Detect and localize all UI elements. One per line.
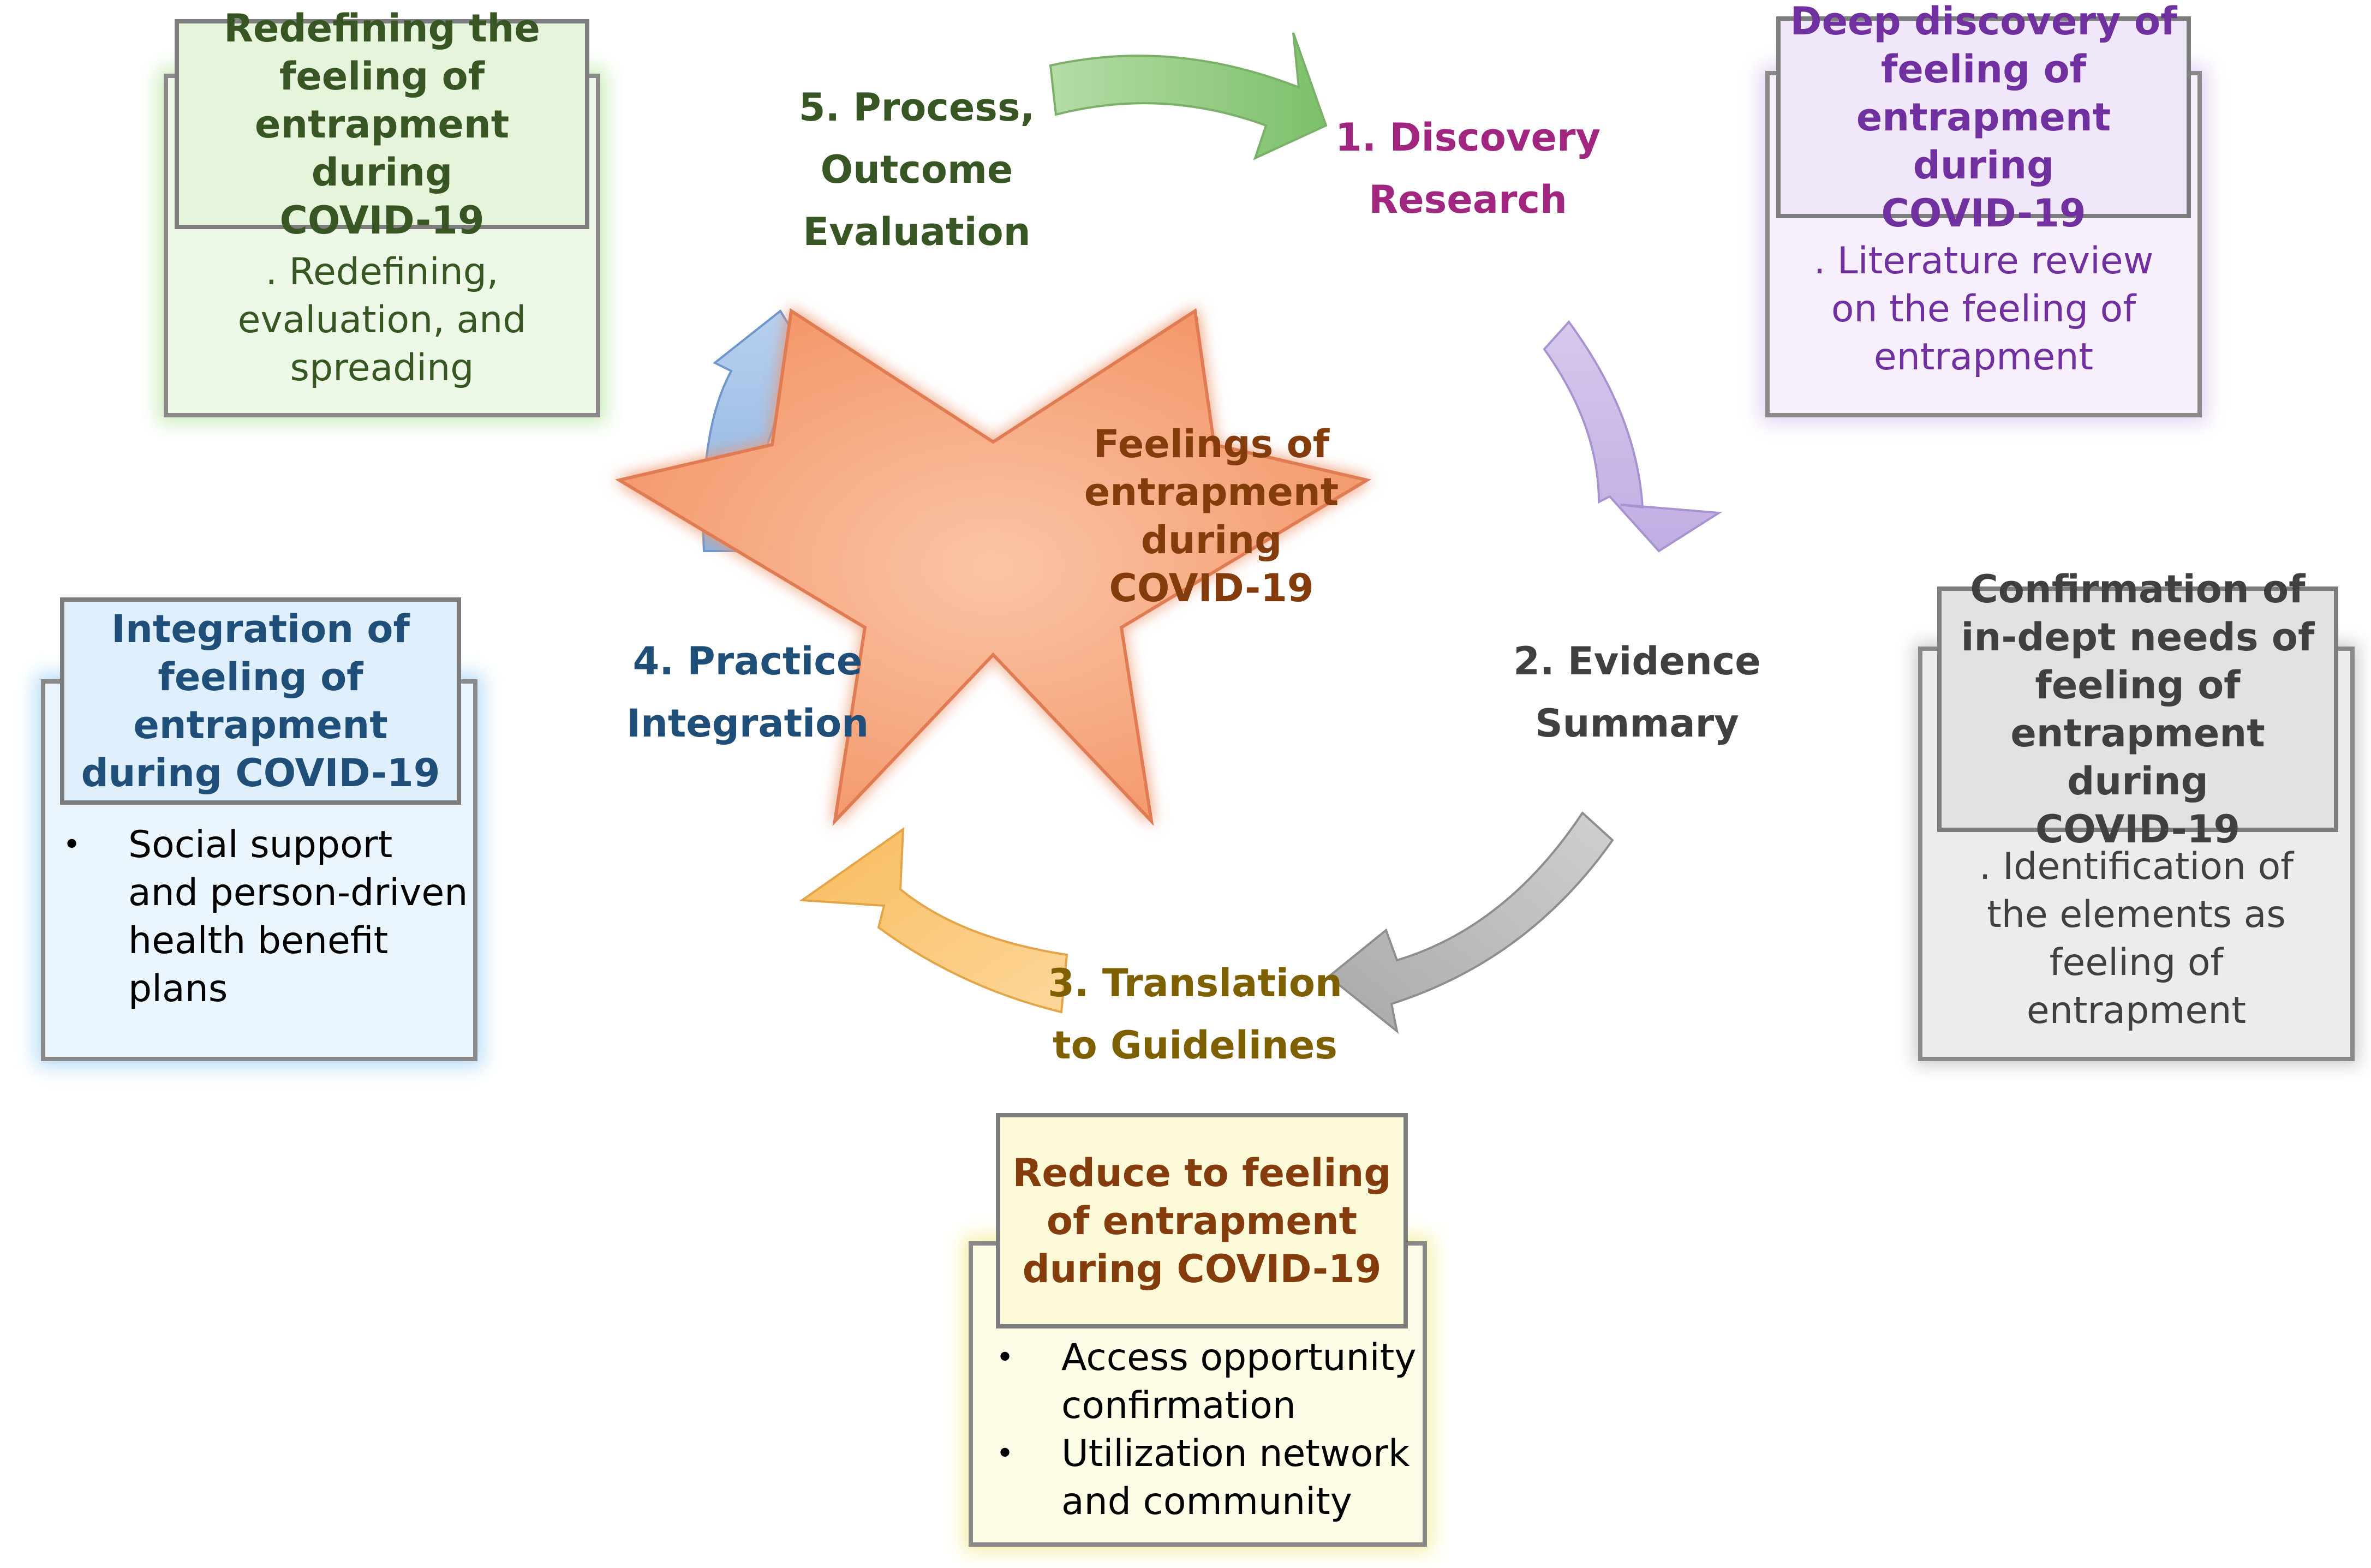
bullet-line: Social support: [128, 823, 393, 866]
box-deep-discovery-title: Deep discovery of feeling of entrapment …: [1776, 0, 2191, 236]
center-line: entrapment: [1084, 470, 1339, 514]
title-line: of entrapment: [1046, 1198, 1358, 1243]
title-line: Confirmation of: [1970, 567, 2306, 612]
title-line: feeling of: [158, 655, 363, 699]
body-line: evaluation, and: [237, 298, 527, 342]
step-line: Summary: [1535, 701, 1739, 746]
title-line: Deep discovery of: [1790, 0, 2177, 44]
center-line: COVID-19: [1109, 566, 1314, 611]
center-star-label: Feelings of entrapment during COVID-19: [1048, 420, 1375, 612]
title-line: Integration of: [111, 607, 410, 651]
title-line: during COVID-19: [81, 751, 440, 795]
title-line: COVID-19: [1881, 191, 2086, 236]
bullet-line: Utilization network: [1061, 1432, 1410, 1475]
box-reduce-title: Reduce to feeling of entrapment during C…: [996, 1113, 1408, 1328]
step-line: 2. Evidence: [1513, 639, 1761, 684]
bullet-item: Utilization network and community: [996, 1430, 1427, 1526]
box-deep-discovery-body: . Literature review on the feeling of en…: [1782, 237, 2185, 381]
body-line: entrapment: [2026, 989, 2247, 1032]
body-line: . Identification of: [1979, 845, 2294, 888]
bullet-line: and person-driven: [128, 871, 468, 914]
box-redefining-title: Redefining the feeling of entrapment dur…: [175, 6, 589, 243]
step-line: 5. Process,: [798, 85, 1035, 130]
title-line: during COVID-19: [1022, 1246, 1382, 1291]
reduce-bullet-list: Access opportunity confirmation Utilizat…: [980, 1334, 1427, 1526]
arrow-discovery-to-evidence: [1543, 320, 1723, 553]
bullet-line: and community: [1061, 1480, 1353, 1523]
box-integration: Integration of feeling of entrapment dur…: [35, 597, 488, 1067]
step-practice-label: 4. Practice Integration: [606, 630, 889, 755]
box-confirmation-title: Confirmation of in-dept needs of feeling…: [1937, 567, 2338, 852]
title-line: COVID-19: [2035, 807, 2241, 852]
title-line: entrapment: [133, 703, 388, 747]
center-star: [615, 308, 1371, 827]
title-line: entrapment during: [2010, 711, 2265, 804]
title-line: Redefining the: [224, 5, 540, 51]
step-evidence-label: 2. Evidence Summary: [1473, 630, 1801, 755]
body-line: on the feeling of: [1831, 288, 2136, 331]
body-line: entrapment: [1873, 336, 2094, 379]
step-line: 3. Translation: [1048, 961, 1342, 1006]
title-line: entrapment during: [254, 101, 510, 195]
title-line: Reduce to feeling: [1012, 1150, 1391, 1195]
box-confirmation: Confirmation of in-dept needs of feeling…: [1913, 567, 2360, 1067]
step-line: Research: [1369, 177, 1567, 222]
bullet-item: Social support and person-driven health …: [63, 821, 477, 1013]
step-line: to Guidelines: [1053, 1023, 1337, 1068]
body-line: . Literature review: [1813, 240, 2154, 283]
title-line: entrapment during: [1856, 95, 2111, 188]
body-line: . Redefining,: [265, 250, 499, 294]
body-line: feeling of: [2049, 941, 2224, 984]
step-process-label: 5. Process, Outcome Evaluation: [764, 76, 1070, 263]
arrow-evidence-to-translation: [1327, 811, 1614, 1034]
title-line: feeling of: [2035, 663, 2241, 708]
box-deep-discovery: Deep discovery of feeling of entrapment …: [1760, 0, 2207, 423]
center-line: during: [1140, 518, 1282, 562]
box-redefining: Redefining the feeling of entrapment dur…: [158, 6, 606, 423]
step-line: 4. Practice: [632, 639, 863, 684]
step-line: Evaluation: [803, 210, 1031, 254]
box-integration-body: Social support and person-driven health …: [46, 821, 477, 1013]
title-line: in-dept needs of: [1961, 615, 2315, 660]
step-translation-label: 3. Translation to Guidelines: [1031, 952, 1359, 1076]
arrow-translation-to-practice: [799, 827, 1068, 1014]
arrow-process-to-discovery: [1049, 32, 1328, 160]
body-line: the elements as: [1987, 893, 2286, 936]
body-line: spreading: [290, 346, 474, 390]
bullet-line: Access opportunity: [1061, 1336, 1417, 1379]
title-line: feeling of: [279, 53, 485, 99]
step-discovery-label: 1. Discovery Research: [1299, 106, 1637, 231]
bullet-line: confirmation: [1061, 1384, 1296, 1427]
bullet-line: plans: [128, 967, 228, 1010]
box-redefining-body: . Redefining, evaluation, and spreading: [180, 248, 584, 392]
title-line: feeling of: [1880, 47, 2087, 92]
title-line: COVID-19: [279, 198, 485, 243]
box-integration-title: Integration of feeling of entrapment dur…: [60, 597, 461, 805]
bullet-line: health benefit: [128, 919, 389, 962]
center-line: Feelings of: [1093, 422, 1330, 466]
integration-bullet-list: Social support and person-driven health …: [46, 821, 477, 1013]
box-reduce-body: Access opportunity confirmation Utilizat…: [980, 1334, 1427, 1526]
bullet-item: Access opportunity confirmation: [996, 1334, 1427, 1430]
box-reduce: Reduce to feeling of entrapment during C…: [963, 1113, 1432, 1552]
step-line: Integration: [626, 701, 869, 746]
step-line: 1. Discovery: [1335, 115, 1601, 160]
box-confirmation-body: . Identification of the elements as feel…: [1934, 843, 2338, 1035]
step-line: Outcome: [820, 147, 1013, 192]
